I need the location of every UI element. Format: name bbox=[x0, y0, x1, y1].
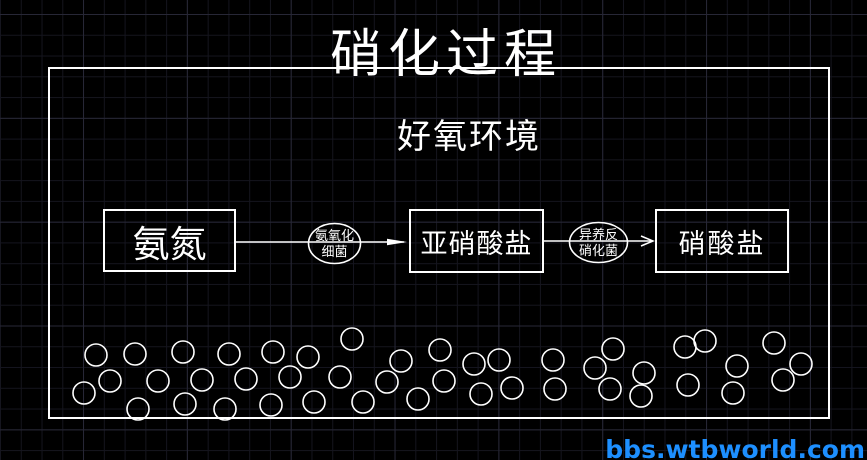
bacteria1-label-line2: 细菌 bbox=[321, 245, 347, 260]
bubble-circle bbox=[541, 348, 565, 372]
bubble-circle bbox=[328, 365, 352, 389]
bubble-circle bbox=[259, 393, 283, 417]
bubble-circle bbox=[432, 369, 456, 393]
diagram-subtitle: 好氧环境 bbox=[397, 117, 541, 157]
flow-box-nitrate: 硝酸盐 bbox=[655, 209, 789, 273]
bubble-circle bbox=[629, 384, 653, 408]
bubble-circle bbox=[234, 367, 258, 391]
bubble-circle bbox=[351, 390, 375, 414]
bubble-circle bbox=[601, 337, 625, 361]
bubble-circle bbox=[213, 397, 237, 421]
flow-box-nitrite: 亚硝酸盐 bbox=[409, 209, 544, 273]
bubble-circle bbox=[598, 377, 622, 401]
bubble-circle bbox=[217, 342, 241, 366]
bubble-circle bbox=[487, 348, 511, 372]
bubble-circle bbox=[171, 340, 195, 364]
bubble-circle bbox=[190, 368, 214, 392]
bubble-circle bbox=[375, 370, 399, 394]
bubble-circle bbox=[123, 342, 147, 366]
diagram-title: 硝化过程 bbox=[330, 25, 563, 85]
bubble-circle bbox=[261, 340, 285, 364]
bubble-circle bbox=[146, 369, 170, 393]
bubble-circle bbox=[406, 387, 430, 411]
arrow1-head-icon bbox=[387, 238, 407, 246]
bacteria2-ellipse bbox=[568, 221, 629, 264]
bubble-circle bbox=[500, 376, 524, 400]
bubble-circle bbox=[173, 392, 197, 416]
bubble-circle bbox=[469, 382, 493, 406]
bubble-circle bbox=[428, 338, 452, 362]
arrow2-head-icon bbox=[640, 235, 655, 247]
bacteria2-label-line1: 异养反 bbox=[579, 227, 618, 243]
bacteria1-ellipse bbox=[307, 222, 362, 265]
bubble-circle bbox=[721, 381, 745, 405]
bubble-circle bbox=[72, 381, 96, 405]
bubble-circle bbox=[296, 345, 320, 369]
bubble-circle bbox=[98, 369, 122, 393]
bubble-circle bbox=[771, 368, 795, 392]
bacteria2-label-line2: 硝化菌 bbox=[579, 244, 618, 259]
bubble-circle bbox=[676, 373, 700, 397]
outer-frame-rect bbox=[48, 67, 830, 419]
bubble-circle bbox=[302, 390, 326, 414]
bubble-circle bbox=[673, 335, 697, 359]
bubble-circle bbox=[789, 352, 813, 376]
bubbles-layer bbox=[72, 327, 813, 421]
bubble-circle bbox=[278, 365, 302, 389]
bubble-circle bbox=[340, 327, 364, 351]
bubble-circle bbox=[725, 354, 749, 378]
bubble-circle bbox=[583, 356, 607, 380]
bubble-circle bbox=[84, 343, 108, 367]
bubble-circle bbox=[462, 352, 486, 376]
flow-box-ammonia: 氨氮 bbox=[103, 209, 236, 272]
bubble-circle bbox=[543, 377, 567, 401]
bubble-circle bbox=[693, 329, 717, 353]
watermark-text: bbs.wtbworld.com bbox=[605, 435, 865, 460]
bubble-circle bbox=[126, 397, 150, 421]
bubble-circle bbox=[762, 331, 786, 355]
bubble-circle bbox=[389, 349, 413, 373]
bacteria1-label-line1: 氨氧化 bbox=[315, 229, 354, 244]
bubble-circle bbox=[632, 361, 656, 385]
